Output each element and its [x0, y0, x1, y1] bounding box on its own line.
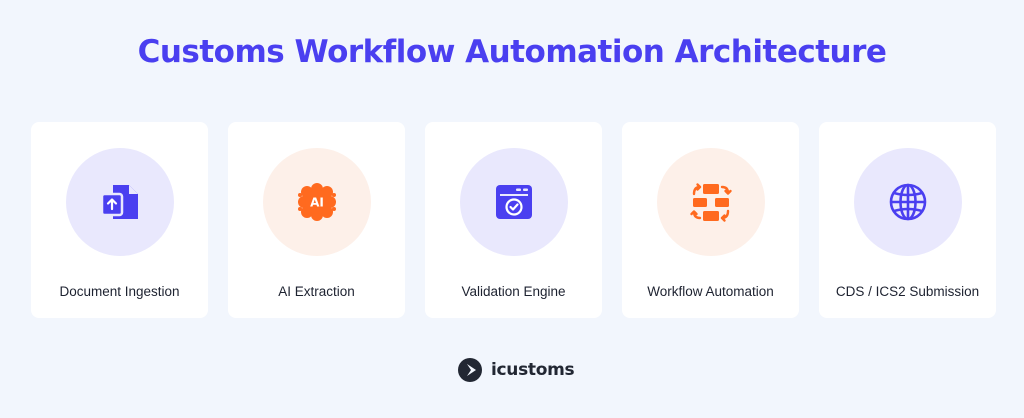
icon-circle: AI: [263, 148, 371, 256]
step-card-cds-ics2-submission: CDS / ICS2 Submission: [819, 122, 996, 318]
step-card-ai-extraction: AI AI Extraction: [228, 122, 405, 318]
brand-name: icustoms: [491, 360, 575, 380]
icon-circle: [854, 148, 962, 256]
svg-text:AI: AI: [310, 196, 324, 210]
step-label: CDS / ICS2 Submission: [835, 284, 980, 299]
icon-circle: [66, 148, 174, 256]
step-label: AI Extraction: [278, 284, 355, 299]
workflow-cycle-icon: [690, 183, 732, 222]
document-upload-icon: [100, 185, 138, 219]
steps-row: Document Ingestion: [31, 122, 996, 318]
icon-circle: [657, 148, 765, 256]
icustoms-logo-icon: [458, 358, 482, 382]
brand-logo: icustoms: [458, 358, 575, 382]
step-card-validation-engine: Validation Engine: [425, 122, 602, 318]
step-card-workflow-automation: Workflow Automation: [622, 122, 799, 318]
globe-icon: [889, 183, 927, 221]
ai-brain-icon: AI: [298, 183, 336, 221]
icon-circle: [460, 148, 568, 256]
step-label: Validation Engine: [461, 284, 566, 299]
step-label: Workflow Automation: [647, 284, 774, 299]
validation-window-icon: [496, 185, 532, 219]
step-label: Document Ingestion: [59, 284, 180, 299]
page-title: Customs Workflow Automation Architecture: [137, 34, 887, 70]
step-card-document-ingestion: Document Ingestion: [31, 122, 208, 318]
